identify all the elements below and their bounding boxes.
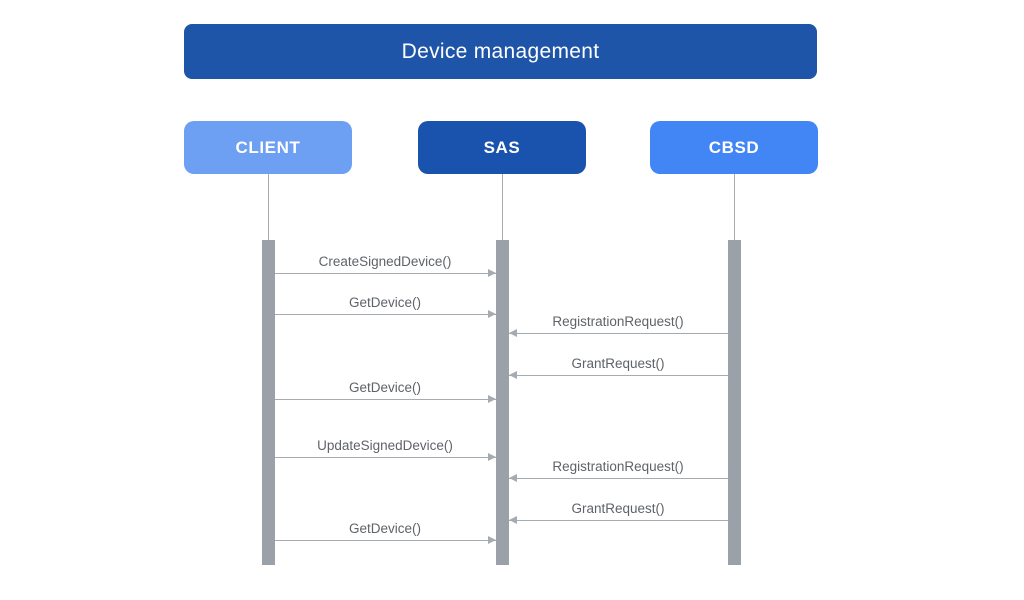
message-line — [508, 333, 728, 334]
message: GrantRequest() — [508, 501, 728, 524]
message-label: GetDevice() — [348, 521, 421, 536]
activation-bar-sas — [495, 240, 509, 565]
message-line — [274, 457, 496, 458]
actor-label-client: CLIENT — [235, 137, 301, 157]
message: GrantRequest() — [508, 356, 728, 379]
message: GetDevice() — [274, 521, 496, 544]
message-line — [508, 375, 728, 376]
message: UpdateSignedDevice() — [274, 438, 496, 461]
message-line — [508, 478, 728, 479]
activation-bar-cbsd — [727, 240, 741, 565]
arrowhead-icon — [487, 310, 496, 318]
message-line — [274, 314, 496, 315]
lifeline-client — [268, 174, 269, 240]
arrowhead-icon — [487, 453, 496, 461]
message: RegistrationRequest() — [508, 314, 728, 337]
message: CreateSignedDevice() — [274, 254, 496, 277]
message-line — [274, 540, 496, 541]
activation-bar-client — [261, 240, 275, 565]
lifeline-cbsd — [734, 174, 735, 240]
message-line — [508, 520, 728, 521]
message-label: GetDevice() — [348, 295, 421, 310]
actor-box-cbsd: CBSD — [650, 121, 818, 174]
arrowhead-icon — [487, 395, 496, 403]
arrowhead-icon — [487, 536, 496, 544]
arrowhead-icon — [508, 329, 517, 337]
actor-label-sas: SAS — [483, 137, 521, 157]
message-line — [274, 273, 496, 274]
message-label: RegistrationRequest() — [552, 314, 684, 329]
message-label: GrantRequest() — [571, 356, 665, 371]
message-label: RegistrationRequest() — [552, 459, 684, 474]
message-label: GrantRequest() — [571, 501, 665, 516]
message: RegistrationRequest() — [508, 459, 728, 482]
message-label: GetDevice() — [348, 380, 421, 395]
arrowhead-icon — [508, 516, 517, 524]
message-label: CreateSignedDevice() — [318, 254, 452, 269]
arrowhead-icon — [487, 269, 496, 277]
lifeline-sas — [502, 174, 503, 240]
message-label: UpdateSignedDevice() — [317, 438, 453, 453]
diagram-title-bar: Device management — [184, 24, 817, 79]
actor-label-cbsd: CBSD — [708, 137, 760, 157]
arrowhead-icon — [508, 371, 517, 379]
arrowhead-icon — [508, 474, 517, 482]
actor-box-sas: SAS — [418, 121, 586, 174]
message: GetDevice() — [274, 380, 496, 403]
message: GetDevice() — [274, 295, 496, 318]
diagram-title: Device management — [401, 39, 600, 63]
message-line — [274, 399, 496, 400]
actor-box-client: CLIENT — [184, 121, 352, 174]
